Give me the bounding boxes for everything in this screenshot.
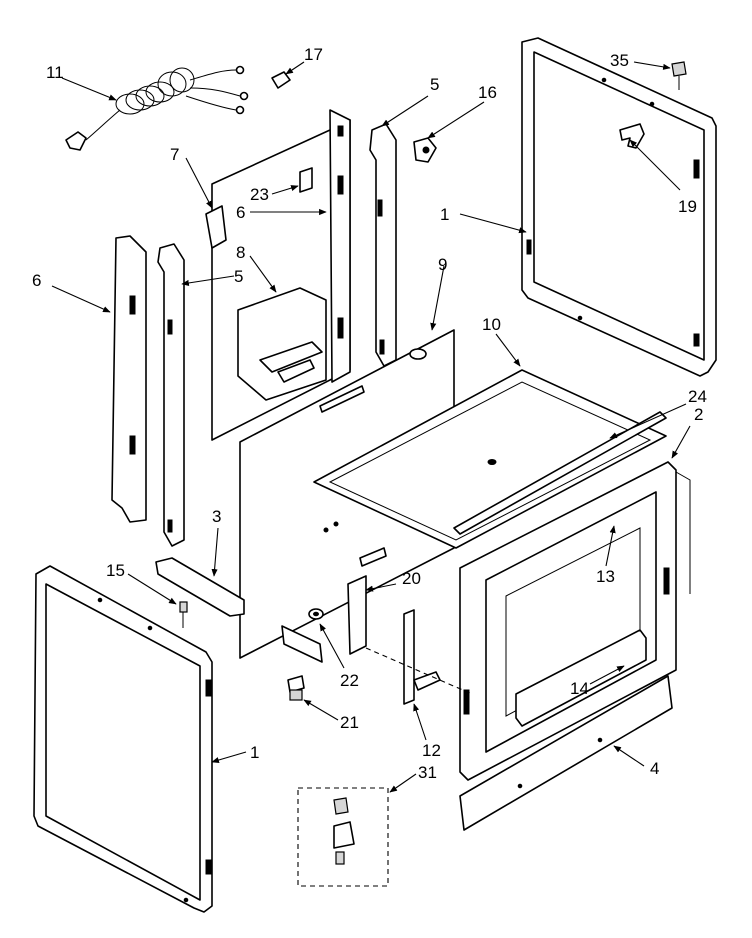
callout-2: 2 — [694, 405, 703, 424]
callout-1-top: 1 — [440, 205, 449, 224]
callout-20: 20 — [402, 569, 421, 588]
callout-6-mid: 6 — [236, 203, 245, 222]
callout-16: 16 — [478, 83, 497, 102]
callout-labels: 1 1 2 3 4 5 5 6 6 7 8 9 10 11 12 13 14 1… — [32, 45, 707, 782]
callout-1-bottom: 1 — [250, 743, 259, 762]
callout-13: 13 — [596, 567, 615, 586]
callout-8: 8 — [236, 243, 245, 262]
callout-21: 21 — [340, 713, 359, 732]
leader-lines — [51, 61, 691, 793]
hook-16 — [413, 137, 437, 163]
callout-23: 23 — [250, 185, 269, 204]
vent-duct-8 — [237, 287, 327, 401]
callout-35: 35 — [610, 51, 629, 70]
block-17 — [271, 71, 291, 89]
bracket-7 — [205, 205, 227, 249]
callout-6-left: 6 — [32, 271, 41, 290]
grommet-22 — [308, 608, 324, 620]
power-cord — [65, 65, 249, 151]
callout-5-top: 5 — [430, 75, 439, 94]
rail-3 — [155, 557, 245, 617]
screw-35 — [671, 61, 687, 90]
callout-5-left: 5 — [234, 267, 243, 286]
callout-9: 9 — [438, 255, 447, 274]
base-block — [281, 625, 323, 663]
bracket-14 — [515, 629, 647, 727]
brace-5-upper — [369, 123, 397, 367]
cooktop-10 — [313, 369, 667, 549]
brace-5-left — [157, 243, 185, 547]
side-panel-left — [33, 565, 213, 913]
callout-7: 7 — [170, 145, 179, 164]
kit-31 — [297, 787, 389, 887]
callout-24: 24 — [688, 387, 707, 406]
side-panel-right — [521, 37, 717, 377]
rear-frame-6-left — [111, 235, 147, 523]
callout-4: 4 — [650, 759, 659, 778]
screw-15 — [179, 601, 188, 628]
foot-21 — [287, 675, 305, 701]
bracket-20 — [347, 575, 367, 655]
callout-19: 19 — [678, 197, 697, 216]
callout-10: 10 — [482, 315, 501, 334]
alignment-line — [365, 647, 473, 695]
callout-14: 14 — [570, 679, 589, 698]
callout-11: 11 — [46, 63, 64, 82]
callout-3: 3 — [212, 507, 221, 526]
kick-panel-4 — [459, 675, 673, 831]
hinge-12 — [403, 609, 441, 705]
callout-12: 12 — [422, 741, 441, 760]
callout-15: 15 — [106, 561, 125, 580]
block-23 — [299, 167, 313, 193]
callout-31: 31 — [418, 763, 437, 782]
strip-24 — [453, 411, 667, 535]
callout-17: 17 — [304, 45, 323, 64]
callout-22: 22 — [340, 671, 359, 690]
